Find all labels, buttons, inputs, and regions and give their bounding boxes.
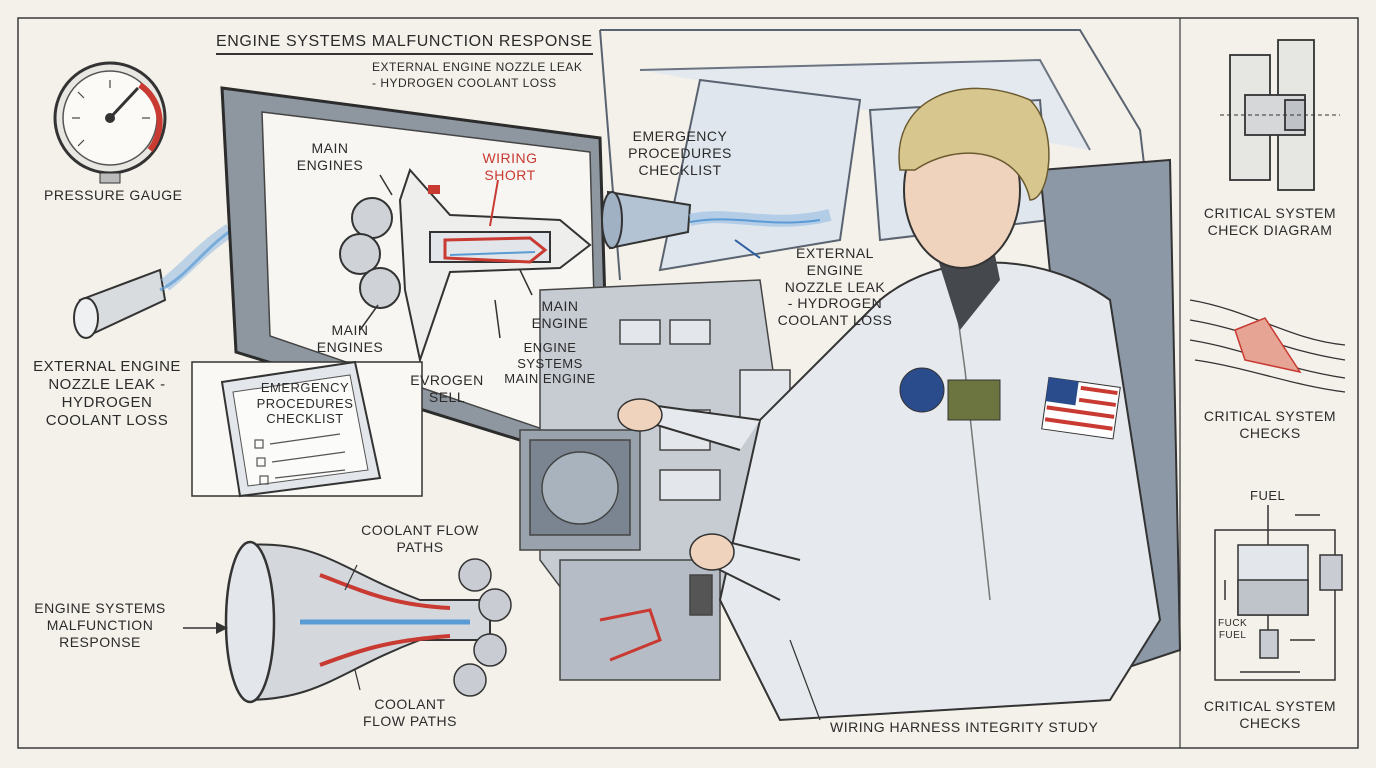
emergency-procedures-line-2: PROCEDURES — [628, 144, 732, 161]
coolant-nozzle-cutaway — [224, 540, 512, 704]
main-engines-top-line-2: ENGINES — [296, 156, 364, 173]
window-leak-label: EXTERNAL ENGINE NOZZLE LEAK - HYDROGEN C… — [770, 245, 900, 329]
coolant-flow-bottom-label: COOLANT FLOW PATHS — [360, 696, 460, 730]
coolant-flow-bottom-line-2: FLOW PATHS — [363, 712, 457, 729]
outer-frame — [17, 17, 1359, 749]
main-engines-top-line-1: MAIN — [311, 140, 349, 156]
nozzle-leak-line-3: HYDROGEN — [61, 394, 153, 411]
main-engine-line-2: ENGINE — [531, 314, 589, 331]
coolant-flow-top-line-2: PATHS — [396, 538, 444, 555]
checks-mid-label: CRITICAL SYSTEM CHECKS — [1195, 408, 1345, 442]
wiring-short-line-1: WIRING — [482, 150, 538, 166]
shuttle-diagram-icon — [339, 168, 592, 364]
window-leak-line-4: - HYDROGEN — [787, 295, 883, 312]
check-diagram-line-2: CHECK DIAGRAM — [1207, 221, 1333, 238]
wiring-harness-label: WIRING HARNESS INTEGRITY STUDY — [830, 719, 1099, 735]
diagram-title: ENGINE SYSTEMS MALFUNCTION RESPONSE — [216, 33, 593, 55]
nozzle-leak-line-1: EXTERNAL ENGINE — [33, 358, 181, 375]
checks-bottom-line-2: CHECKS — [1239, 714, 1301, 731]
emergency-procedures-line-3: CHECKLIST — [638, 161, 722, 178]
main-engine-label: MAIN ENGINE — [520, 298, 600, 332]
coolant-flow-bottom-line-1: COOLANT — [374, 696, 446, 712]
evrogen-label: EVROGEN SELL — [402, 372, 492, 406]
checks-mid-line-1: CRITICAL SYSTEM — [1203, 408, 1337, 424]
nozzle-leak-line-4: COOLANT LOSS — [45, 412, 169, 429]
coolant-flow-top-line-1: COOLANT FLOW — [361, 522, 479, 538]
pressure-gauge-label: PRESSURE GAUGE — [44, 187, 183, 203]
window-leak-line-2: ENGINE — [806, 261, 864, 278]
fuel-system-diagram-icon — [1214, 505, 1343, 681]
engine-systems-main-label: ENGINE SYSTEMS MAIN ENGINE — [490, 340, 610, 387]
engine-systems-line-2: MALFUNCTION — [46, 616, 154, 633]
checks-mid-line-2: CHECKS — [1239, 424, 1301, 441]
checklist-panel — [191, 360, 423, 498]
emergency-procedures-line-1: EMERGENCY — [632, 128, 728, 144]
nozzle-leak-line-2: NOZZLE LEAK - — [48, 376, 166, 393]
checklist-panel-line-3: CHECKLIST — [266, 411, 344, 427]
checklist-panel-line-2: PROCEDURES — [256, 395, 354, 411]
window-thruster-icon — [601, 190, 832, 259]
window-leak-line-3: NOZZLE LEAK — [784, 278, 886, 295]
wiring-short-label: WIRING SHORT — [470, 150, 550, 184]
wiring-short-line-2: SHORT — [484, 166, 536, 183]
subtitle-line-1: EXTERNAL ENGINE NOZZLE LEAK — [372, 60, 583, 74]
flag-patch-icon — [1041, 376, 1121, 440]
coolant-flow-top-label: COOLANT FLOW PATHS — [360, 522, 480, 556]
window-leak-line-1: EXTERNAL — [796, 245, 874, 261]
main-engines-bottom-line-1: MAIN — [331, 322, 369, 338]
main-engines-bottom-label: MAIN ENGINES — [310, 322, 390, 356]
astronaut-figure — [617, 87, 1182, 722]
checklist-panel-line-1: EMERGENCY — [260, 380, 350, 395]
nozzle-leak-label: EXTERNAL ENGINE NOZZLE LEAK - HYDROGEN C… — [32, 358, 182, 430]
valve-diagram-icon — [1220, 39, 1340, 191]
check-diagram-label: CRITICAL SYSTEM CHECK DIAGRAM — [1195, 205, 1345, 239]
emergency-procedures-label: EMERGENCY PROCEDURES CHECKLIST — [625, 128, 735, 178]
evrogen-line-1: EVROGEN — [410, 372, 484, 388]
pressure-gauge-icon — [53, 61, 167, 184]
engine-systems-label: ENGINE SYSTEMS MALFUNCTION RESPONSE — [30, 600, 170, 650]
evrogen-line-2: SELL — [428, 388, 466, 405]
engine-systems-line-3: RESPONSE — [59, 633, 141, 650]
checks-bottom-label: CRITICAL SYSTEM CHECKS — [1195, 698, 1345, 732]
engine-systems-line-1: ENGINE SYSTEMS — [34, 600, 166, 616]
checks-bottom-line-1: CRITICAL SYSTEM — [1203, 698, 1337, 714]
check-diagram-line-1: CRITICAL SYSTEM — [1203, 205, 1337, 221]
main-engines-bottom-line-2: ENGINES — [316, 338, 384, 355]
fuck-fuel-label: FUCK FUEL — [1218, 618, 1247, 642]
fuel-label: FUEL — [1250, 488, 1286, 503]
airflow-diagram-icon — [1189, 299, 1346, 393]
engine-systems-main-line-2: MAIN ENGINE — [504, 371, 596, 387]
leaking-nozzle-icon — [73, 223, 241, 339]
fuck-fuel-line-2: FUEL — [1218, 630, 1247, 641]
main-engine-line-1: MAIN — [541, 298, 579, 314]
engine-systems-main-line-1: ENGINE SYSTEMS — [517, 340, 583, 371]
main-engines-top-label: MAIN ENGINES — [290, 140, 370, 174]
diagram-subtitle: EXTERNAL ENGINE NOZZLE LEAK - HYDROGEN C… — [372, 60, 582, 91]
fuck-fuel-line-1: FUCK — [1218, 618, 1248, 629]
window-leak-line-5: COOLANT LOSS — [777, 312, 893, 329]
subtitle-line-2: - HYDROGEN COOLANT LOSS — [372, 75, 557, 90]
checklist-panel-label: EMERGENCY PROCEDURES CHECKLIST — [250, 380, 360, 427]
